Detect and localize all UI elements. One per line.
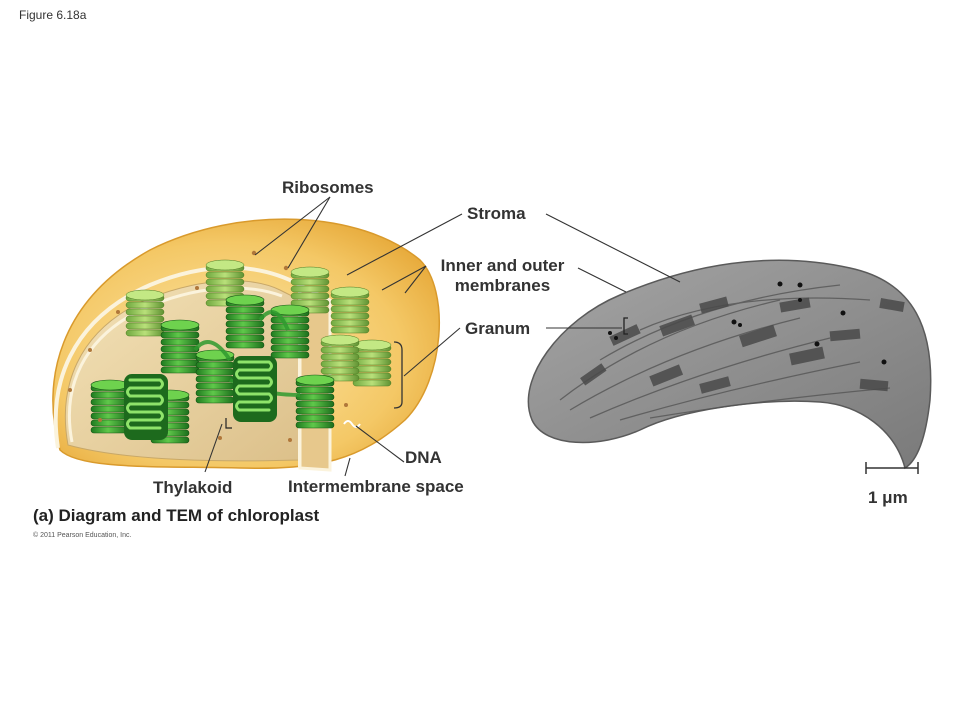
label-granum: Granum xyxy=(465,319,531,338)
figure-caption: (a) Diagram and TEM of chloroplast xyxy=(33,506,320,525)
dna-strand xyxy=(343,420,361,428)
chloroplast-diagram xyxy=(52,218,441,472)
tem-micrograph xyxy=(527,259,932,470)
leader-lines xyxy=(204,196,681,477)
label-inner-outer-line1: Inner and outer xyxy=(440,256,565,275)
scale-bar xyxy=(865,462,919,474)
label-inner-outer-membranes: Inner and outer membranes xyxy=(420,256,585,296)
figure-number: Figure 6.18a xyxy=(19,8,87,22)
label-intermembrane-space: Intermembrane space xyxy=(288,477,464,496)
label-dna: DNA xyxy=(405,448,442,467)
granum-bracket xyxy=(393,341,403,409)
cut-membrane-lines xyxy=(53,265,302,468)
label-thylakoid: Thylakoid xyxy=(153,478,233,497)
label-ribosomes: Ribosomes xyxy=(282,178,374,197)
label-inner-outer-line2: membranes xyxy=(454,276,551,295)
copyright-notice: © 2011 Pearson Education, Inc. xyxy=(33,532,132,539)
label-stroma: Stroma xyxy=(467,204,526,223)
scale-bar-label: 1 μm xyxy=(868,488,908,507)
